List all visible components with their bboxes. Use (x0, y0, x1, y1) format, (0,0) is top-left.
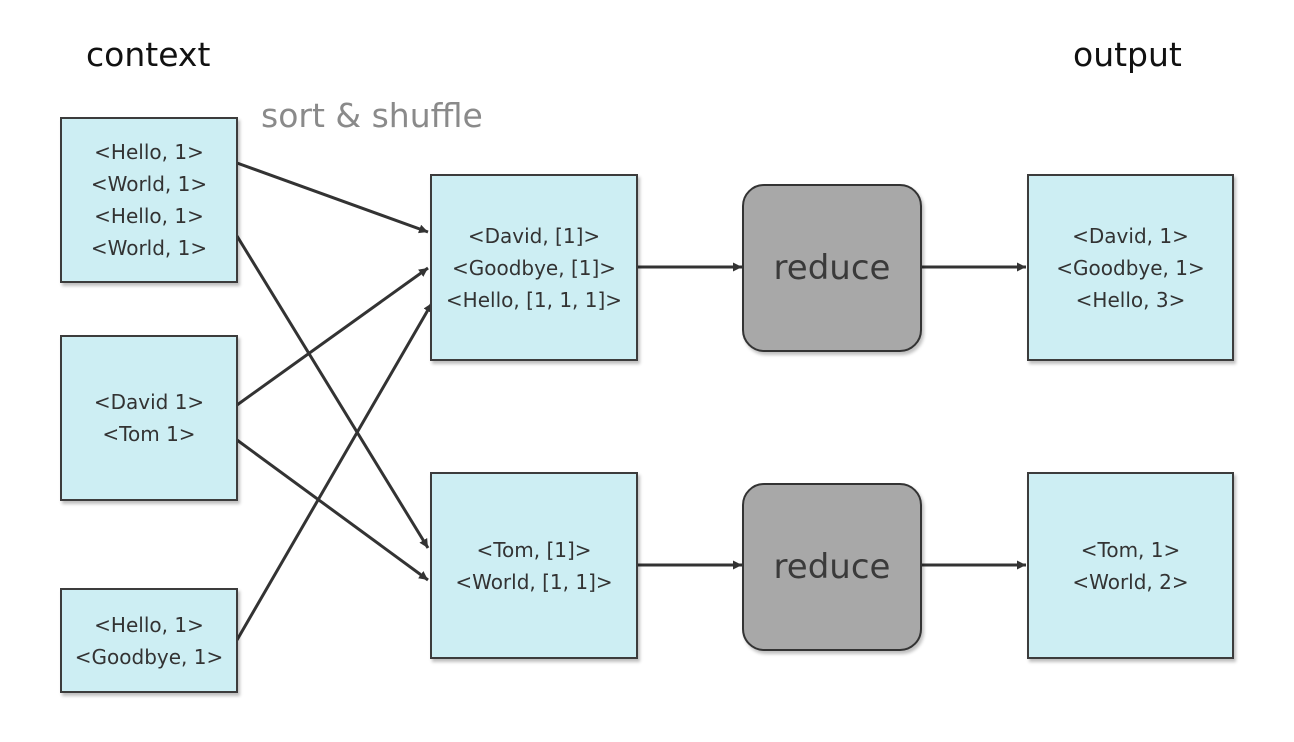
grouped-box-1: <David, [1]> <Goodbye, [1]> <Hello, [1, … (430, 174, 638, 361)
kv-result: <David, 1> (1072, 223, 1189, 248)
shuffle-arrow-input2-to-group2 (236, 438, 429, 582)
kv-group: <Goodbye, [1]> (451, 255, 617, 280)
shuffle-arrow-input1-to-group2 (235, 235, 430, 549)
kv-pair: <Hello, 1> (94, 612, 204, 637)
kv-result: <Hello, 3> (1075, 287, 1186, 312)
output-heading: output (1073, 35, 1182, 74)
shuffle-arrow-input1-to-group1 (236, 161, 429, 234)
kv-result: <Tom, 1> (1080, 537, 1181, 562)
kv-group: <David, [1]> (467, 223, 601, 248)
kv-result: <Goodbye, 1> (1056, 255, 1205, 280)
input-box-3: <Hello, 1> <Goodbye, 1> (60, 588, 238, 693)
input-box-2: <David 1> <Tom 1> (60, 335, 238, 501)
grouped-box-2: <Tom, [1]> <World, [1, 1]> (430, 472, 638, 659)
reduce-node-2: reduce (742, 483, 922, 651)
kv-pair: <Hello, 1> (94, 140, 204, 164)
reduce-label: reduce (773, 248, 891, 288)
kv-pair: <World, 1> (90, 236, 208, 260)
shuffle-arrow-input3-to-group1 (235, 302, 434, 641)
sort-shuffle-heading: sort & shuffle (261, 96, 483, 135)
kv-pair: <World, 1> (90, 172, 208, 196)
kv-pair: <David 1> (93, 390, 205, 414)
shuffle-arrow-input2-to-group1 (236, 266, 429, 407)
input-box-1: <Hello, 1> <World, 1> <Hello, 1> <World,… (60, 117, 238, 283)
kv-group: <Hello, [1, 1, 1]> (445, 287, 623, 312)
context-heading: context (86, 35, 211, 74)
output-box-2: <Tom, 1> <World, 2> (1027, 472, 1234, 659)
output-box-1: <David, 1> <Goodbye, 1> <Hello, 3> (1027, 174, 1234, 361)
reduce-label: reduce (773, 547, 891, 587)
kv-group: <World, [1, 1]> (455, 569, 613, 594)
reduce-node-1: reduce (742, 184, 922, 352)
kv-group: <Tom, [1]> (476, 537, 592, 562)
kv-pair: <Hello, 1> (94, 204, 204, 228)
kv-pair: <Tom 1> (102, 422, 196, 446)
kv-pair: <Goodbye, 1> (74, 644, 224, 669)
kv-result: <World, 2> (1072, 569, 1189, 594)
